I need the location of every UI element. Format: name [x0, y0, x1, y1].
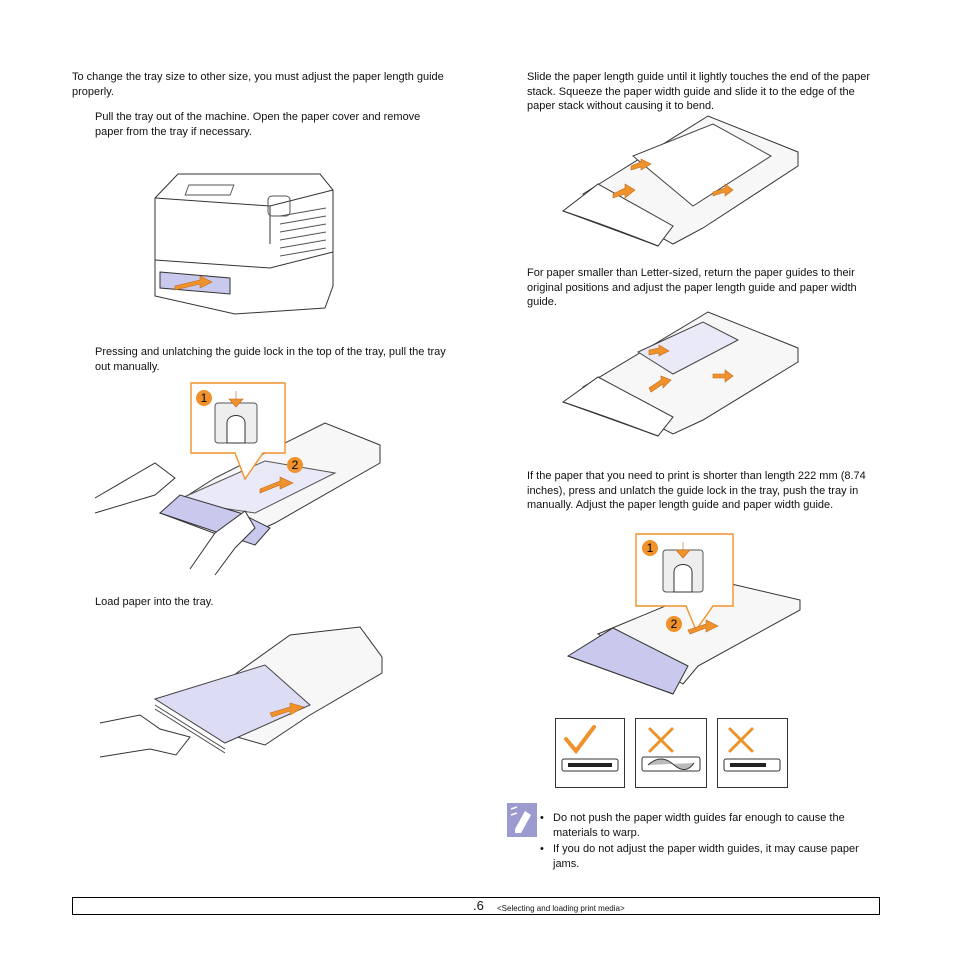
correct-example-panel — [555, 718, 625, 788]
incorrect-example-panel-loose — [717, 718, 788, 788]
cross-icon-2 — [723, 727, 781, 772]
callout-number-1: 1 — [196, 390, 212, 406]
tray-small-paper-illustration — [561, 311, 799, 437]
step-guide-lock: Pressing and unlatching the guide lock i… — [95, 346, 446, 373]
printer-illustration — [154, 173, 334, 315]
tray-unlatch-illustration — [94, 382, 381, 576]
page-footer: .6 <Selecting and loading print media> — [72, 897, 880, 915]
load-paper-illustration — [99, 626, 383, 758]
page-number: .6 — [473, 898, 484, 913]
intro-paragraph: To change the tray size to other size, y… — [72, 71, 444, 98]
callout-number-2: 2 — [287, 457, 303, 473]
step-pull-tray: Pull the tray out of the machine. Open t… — [95, 111, 421, 138]
section-title: <Selecting and loading print media> — [497, 904, 625, 913]
tray-guides-illustration — [561, 115, 799, 247]
incorrect-example-panel-warped — [635, 718, 707, 788]
checkmark-icon — [561, 725, 619, 772]
cross-icon — [641, 727, 701, 772]
step-slide-length-guide: Slide the paper length guide until it li… — [527, 71, 871, 112]
note-item: If you do not adjust the paper width gui… — [540, 842, 880, 871]
note-icon — [507, 803, 537, 837]
callout-number-2-right: 2 — [666, 616, 682, 632]
notes-list: Do not push the paper width guides far e… — [540, 811, 880, 873]
callout-number-1-right: 1 — [642, 540, 658, 556]
note-item: Do not push the paper width guides far e… — [540, 811, 880, 840]
step-smaller-paper: For paper smaller than Letter-sized, ret… — [527, 267, 857, 308]
tray-push-in-illustration — [566, 533, 801, 695]
step-load-paper: Load paper into the tray. — [95, 596, 214, 608]
step-short-paper: If the paper that you need to print is s… — [527, 470, 866, 511]
